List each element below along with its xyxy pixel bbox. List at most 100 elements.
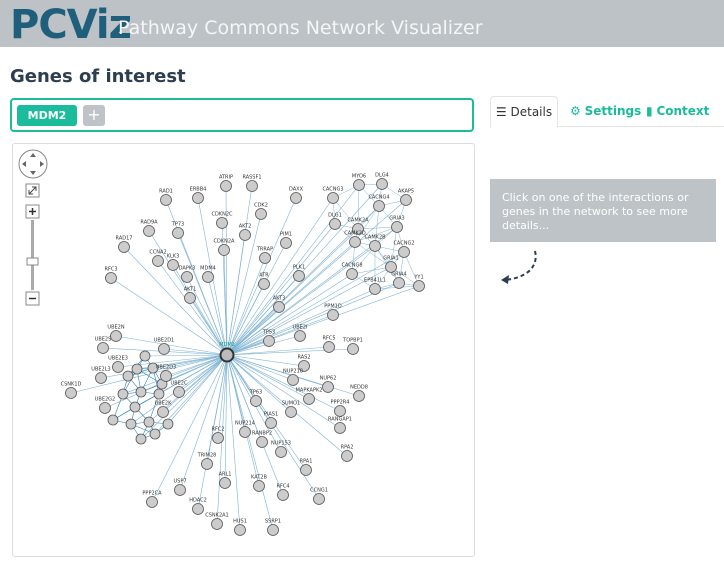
gene-node[interactable]: RFC2 <box>211 427 225 444</box>
tab-context[interactable]: ▮ Context <box>646 104 710 118</box>
gene-node[interactable]: ERBB4 <box>190 187 207 204</box>
cluster-node[interactable] <box>149 428 161 440</box>
app-logo[interactable]: PCViz <box>10 2 132 48</box>
gene-node[interactable]: CAMK2B <box>364 235 386 252</box>
gene-node[interactable]: CAMK2A <box>347 218 369 235</box>
gene-node[interactable]: PPM1D <box>324 304 342 321</box>
gene-node[interactable]: DLG1 <box>328 213 342 230</box>
gene-node[interactable]: NUP153 <box>271 441 291 458</box>
fit-icon[interactable] <box>25 183 40 198</box>
gene-node[interactable]: TP53 <box>262 330 275 347</box>
tab-settings[interactable]: ⚙ Settings <box>570 104 642 118</box>
zoom-controls[interactable] <box>13 144 53 314</box>
cluster-node[interactable] <box>139 350 151 362</box>
gene-node[interactable]: CACNG2 <box>393 241 415 258</box>
gene-node[interactable]: RFC4 <box>276 484 290 501</box>
cluster-node[interactable] <box>147 362 159 374</box>
pan-control[interactable] <box>18 149 48 179</box>
gene-node[interactable]: CCNA2 <box>149 250 167 267</box>
gene-node[interactable]: MYO6 <box>352 174 366 191</box>
gene-node[interactable]: RAS2 <box>297 355 311 372</box>
cluster-node[interactable] <box>135 386 147 398</box>
gene-node[interactable]: UBE2D3 <box>156 365 176 382</box>
gene-node[interactable]: RASSF1 <box>242 175 262 192</box>
gene-node[interactable]: GRIA1 <box>383 256 399 273</box>
gene-tag-mdm2[interactable]: MDM2 <box>17 105 77 126</box>
gene-node[interactable]: AKAP5 <box>398 189 414 206</box>
gene-node[interactable]: HUS1 <box>233 519 247 536</box>
gene-node[interactable]: RPA2 <box>341 445 354 462</box>
gene-node[interactable]: CDK2 <box>254 203 268 220</box>
gene-node[interactable]: CACNG8 <box>341 263 363 280</box>
gene-node[interactable]: YY1 <box>413 275 425 292</box>
gene-node[interactable]: USP7 <box>173 479 187 496</box>
gene-node[interactable]: RAD1 <box>159 189 173 206</box>
gene-node[interactable]: UBE2N <box>107 325 125 342</box>
gene-node[interactable]: UBE2C <box>171 381 188 398</box>
gene-node[interactable]: UBE2S <box>95 337 112 354</box>
gene-node[interactable]: UBE2D1 <box>154 338 174 355</box>
gene-node[interactable]: KAT2B <box>251 475 268 492</box>
gene-node[interactable]: AKT1 <box>184 287 197 304</box>
gene-node[interactable]: GRIA3 <box>389 216 405 233</box>
gene-node[interactable]: PPP2CA <box>142 491 162 508</box>
gene-node[interactable]: UBE2L3 <box>91 367 111 384</box>
gene-node[interactable]: CACNG4 <box>368 195 390 212</box>
gene-node[interactable]: AKT3 <box>273 296 286 313</box>
tab-details[interactable]: ☰ Details <box>490 96 558 128</box>
gene-node[interactable]: NUP62 <box>320 376 337 393</box>
cluster-node[interactable] <box>122 370 134 382</box>
gene-node[interactable]: EPB41L1 <box>364 278 386 295</box>
gene-node[interactable]: CCNG1 <box>310 488 328 505</box>
gene-node[interactable]: DLG4 <box>375 173 389 190</box>
gene-node[interactable]: PIAS1 <box>264 412 278 429</box>
gene-node[interactable]: TP73 <box>171 222 184 239</box>
cluster-node[interactable] <box>125 418 137 430</box>
gene-node[interactable]: PLK1 <box>293 265 305 282</box>
add-gene-button[interactable]: + <box>83 105 105 126</box>
cluster-node[interactable] <box>131 363 143 375</box>
gene-node[interactable]: RFC3 <box>104 267 118 284</box>
gene-node[interactable]: AKT2 <box>239 224 252 241</box>
gene-node[interactable]: ARL1 <box>219 472 232 489</box>
gene-node[interactable]: RFC5 <box>322 336 336 353</box>
gene-node[interactable]: TRIM28 <box>197 453 217 470</box>
gene-node[interactable]: RAD9A <box>140 220 158 237</box>
gene-node[interactable]: CSNK2A1 <box>205 513 229 530</box>
cluster-node[interactable] <box>143 416 155 428</box>
center-node-mdm2[interactable]: MDM2 <box>219 342 235 363</box>
zoom-slider-handle[interactable] <box>26 257 39 266</box>
gene-node[interactable]: GRIA4 <box>391 272 407 289</box>
cluster-node[interactable] <box>135 433 147 445</box>
gene-node[interactable]: SUMO1 <box>282 401 300 418</box>
gene-node[interactable]: TRRAP <box>256 247 273 264</box>
gene-node[interactable]: RPA1 <box>300 459 313 476</box>
cluster-node[interactable] <box>162 418 174 430</box>
gene-node[interactable]: CDKN2C <box>211 212 233 229</box>
gene-node[interactable]: SSRP1 <box>265 519 281 536</box>
gene-node[interactable]: CAMK2D <box>344 231 366 248</box>
gene-node[interactable]: RAD17 <box>116 236 133 253</box>
gene-node[interactable]: UBE2I <box>293 325 308 342</box>
gene-node[interactable]: KLK3 <box>167 254 180 271</box>
gene-node[interactable]: TP63 <box>249 390 262 407</box>
gene-node[interactable]: NUP210 <box>283 369 303 386</box>
cluster-node[interactable] <box>107 414 119 426</box>
gene-node[interactable]: HDAC2 <box>189 498 207 515</box>
gene-node[interactable]: MAPKAPK2 <box>296 388 323 405</box>
gene-node[interactable]: DAPK3 <box>179 266 196 283</box>
gene-node[interactable]: CSNK1D <box>61 382 82 399</box>
gene-node[interactable]: NUP214 <box>235 421 255 438</box>
gene-node[interactable]: PIM1 <box>280 232 292 249</box>
cluster-node[interactable] <box>117 388 129 400</box>
gene-node[interactable]: ATR <box>258 273 270 290</box>
cluster-node[interactable] <box>153 388 165 400</box>
genes-input[interactable]: MDM2 + <box>10 98 474 132</box>
cluster-node[interactable] <box>129 401 141 413</box>
gene-node[interactable]: TOPBP1 <box>342 338 363 355</box>
gene-node[interactable]: RANGAP1 <box>328 417 352 434</box>
gene-node[interactable]: PPP2R4 <box>331 400 350 417</box>
gene-node[interactable]: UBE2E3 <box>108 356 128 373</box>
